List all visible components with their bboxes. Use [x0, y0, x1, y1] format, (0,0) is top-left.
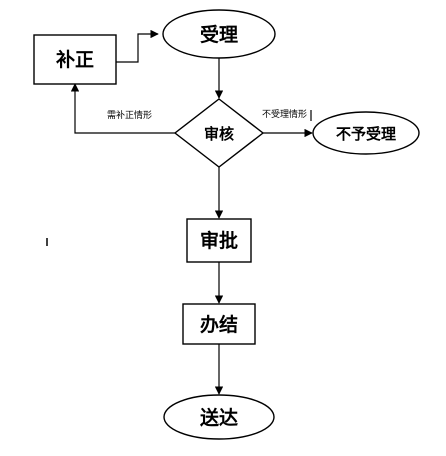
- edges: [70, 29, 313, 395]
- edge-supplement-to-accept: [116, 29, 159, 63]
- node-accept-label: 受理: [200, 23, 238, 46]
- node-deliver: 送达: [163, 394, 275, 440]
- node-handle-label: 办结: [200, 313, 238, 336]
- node-handle: 办结: [182, 303, 256, 345]
- node-supplement: 补正: [33, 34, 117, 85]
- edge-label-need-supplement: 需补正情形: [107, 109, 152, 121]
- node-reject-label: 不予受理: [336, 125, 396, 143]
- edge-label-not-accepted: 不受理情形: [262, 108, 307, 120]
- node-review: 审核: [173, 98, 265, 168]
- node-accept: 受理: [162, 9, 276, 59]
- node-deliver-label: 送达: [200, 406, 238, 429]
- node-review-label: 审核: [204, 125, 234, 143]
- node-supplement-label: 补正: [56, 48, 94, 71]
- node-approve: 审批: [186, 218, 252, 263]
- node-approve-label: 审批: [200, 229, 238, 252]
- node-reject: 不予受理: [312, 111, 420, 155]
- edge-review-to-supplement: [70, 83, 175, 134]
